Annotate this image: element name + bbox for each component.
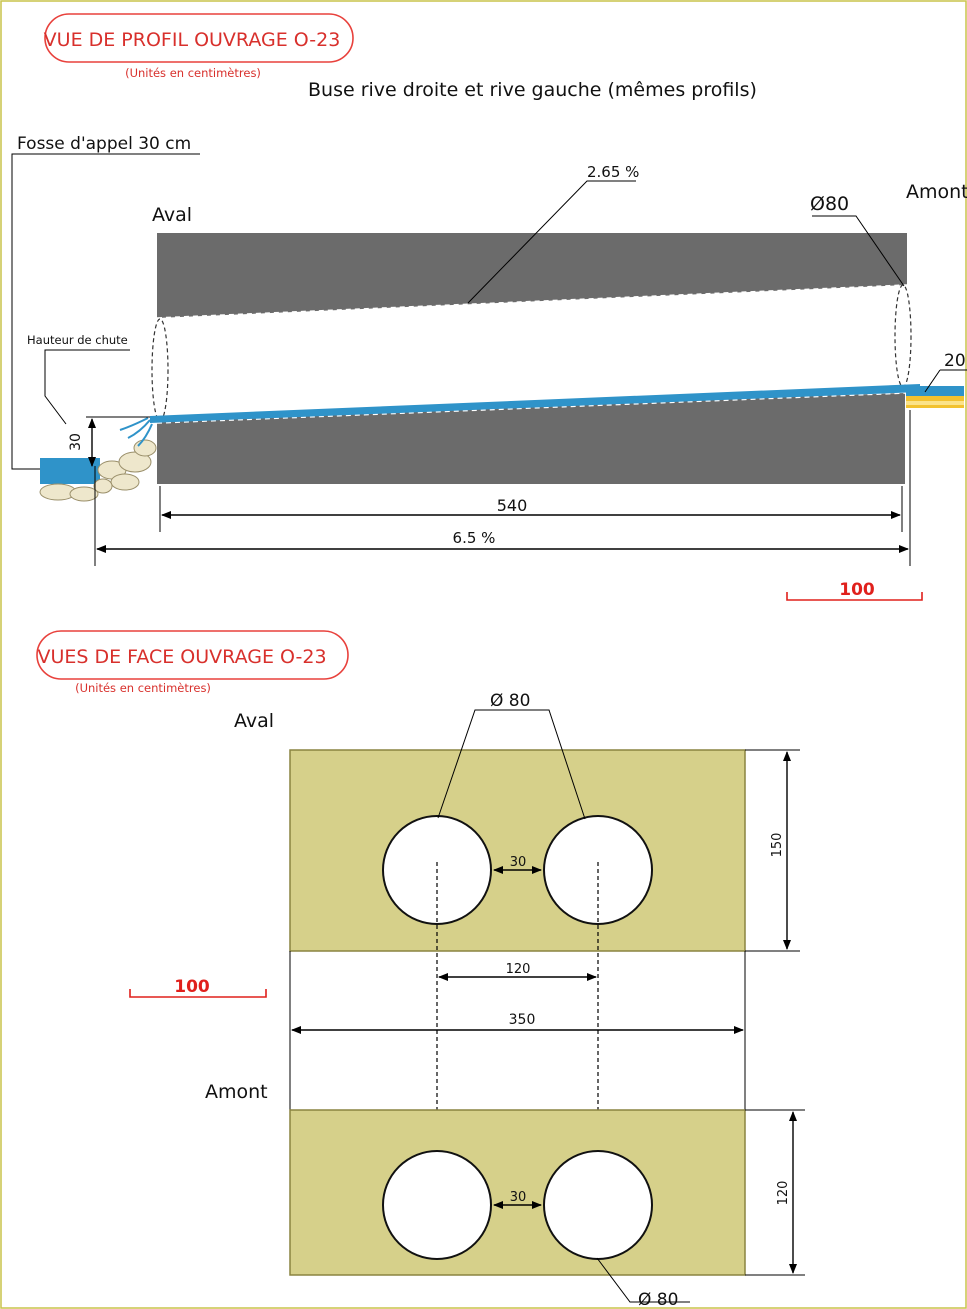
slope-leader	[467, 180, 636, 304]
aval-height-value: 150	[770, 833, 785, 858]
aval-headwall	[289, 749, 746, 952]
profile-scale-bar	[786, 592, 923, 601]
amont-hole-right	[543, 1150, 653, 1260]
fosse-water	[40, 458, 100, 484]
culvert-bottom-wall	[157, 393, 905, 484]
amont-hole-left	[382, 1150, 492, 1260]
culvert-invert-line	[156, 392, 906, 424]
fosse-leader	[11, 153, 200, 470]
hauteur-label: Hauteur de chute	[27, 333, 128, 347]
profile-view: VUE DE PROFIL OUVRAGE O-23 (Unités en ce…	[11, 13, 967, 601]
culvert-water	[150, 384, 920, 423]
slope-label: 2.65 %	[587, 163, 639, 181]
width-value: 350	[509, 1012, 536, 1028]
amont-label: Amont	[906, 181, 967, 203]
aval-label: Aval	[152, 204, 192, 226]
amont-headwall	[289, 1109, 746, 1276]
diameter-label: Ø80	[810, 193, 849, 215]
drop-value: 30	[68, 433, 84, 451]
front-title-pill	[36, 630, 349, 680]
front-aval-label: Aval	[234, 710, 274, 732]
pipe-end-amont	[894, 284, 912, 388]
fosse-label: Fosse d'appel 30 cm	[17, 134, 191, 154]
front-view: VUES DE FACE OUVRAGE O-23 (Unités en cen…	[36, 630, 805, 1309]
profile-title: VUE DE PROFIL OUVRAGE O-23	[44, 29, 341, 51]
front-scale-value: 100	[174, 977, 210, 997]
profile-title-pill	[44, 13, 354, 63]
amont-depth-leader-2	[924, 369, 941, 393]
amont-depth-value: 20	[944, 351, 966, 371]
culvert-crown-line	[156, 284, 908, 319]
center-spacing-value: 120	[506, 962, 531, 977]
stones-icon	[39, 439, 157, 502]
front-scale-bar	[129, 989, 267, 998]
amont-sand-highlight	[906, 401, 964, 405]
front-units: (Unités en centimètres)	[75, 681, 211, 695]
amont-gap-value: 30	[510, 1190, 527, 1205]
length-value: 540	[497, 496, 528, 515]
diameter-leader	[812, 215, 905, 287]
profile-scale-value: 100	[839, 580, 875, 600]
front-diameter-bottom-leader	[596, 1257, 690, 1303]
pipe-end-aval	[151, 318, 169, 422]
amont-water	[906, 386, 964, 396]
hauteur-leader	[44, 349, 130, 425]
front-amont-label: Amont	[205, 1081, 268, 1103]
front-diameter-bottom: Ø 80	[638, 1290, 678, 1309]
front-diameter-top: Ø 80	[490, 691, 530, 711]
profile-units: (Unités en centimètres)	[125, 66, 261, 80]
culvert-top-wall	[157, 233, 907, 318]
amont-height-value: 120	[776, 1181, 791, 1206]
aval-gap-value: 30	[510, 855, 527, 870]
profile-subtitle: Buse rive droite et rive gauche (mêmes p…	[308, 79, 757, 101]
total-value: 6.5 %	[453, 529, 496, 547]
splash-icon	[119, 417, 153, 447]
front-title: VUES DE FACE OUVRAGE O-23	[37, 646, 326, 668]
front-diameter-top-leader	[437, 709, 586, 820]
